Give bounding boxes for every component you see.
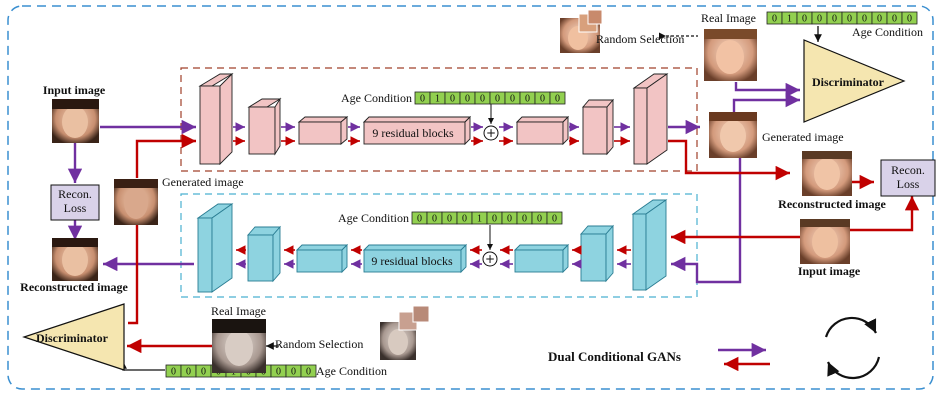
input-image-left-label: Input image	[43, 83, 106, 97]
random-selection-bottom-label: Random Selection	[275, 337, 363, 351]
bottom-bit-digit: 0	[537, 214, 542, 225]
top-bit-digit: 0	[510, 94, 515, 105]
discriminator-top-label: Discriminator	[812, 75, 885, 89]
top-bit-digit: 0	[465, 94, 470, 105]
reconstructed-image-left-label: Reconstructed image	[20, 280, 128, 294]
face-input-image-left	[52, 99, 99, 143]
topright-bit-digit: 0	[772, 14, 777, 25]
top-bit-digit: 0	[420, 94, 425, 105]
face-reconstructed-image-left	[52, 238, 98, 281]
face-input-image-right	[800, 219, 850, 264]
bottom-bit-digit: 0	[462, 214, 467, 225]
bottomleft-age-condition-label: Age Condition	[316, 364, 387, 378]
cycle-icon	[826, 318, 879, 378]
top-bit-digit: 0	[480, 94, 485, 105]
topright-bit-digit: 1	[787, 14, 792, 25]
top-bit-digit: 0	[555, 94, 560, 105]
face-reconstructed-image-right	[802, 151, 852, 196]
topright-bit-digit: 0	[802, 14, 807, 25]
bottomleft-bit-digit: 0	[171, 367, 176, 378]
red-inner-links	[233, 141, 631, 250]
face-generated-image-left	[114, 179, 158, 225]
bottom-bit-digit: 0	[552, 214, 557, 225]
top-bit-digit: 0	[540, 94, 545, 105]
bottom-bit-digit: 0	[417, 214, 422, 225]
bottom-bit-digit: 0	[507, 214, 512, 225]
face-random-selection-bottom	[380, 306, 429, 360]
bottomleft-bit-digit: 0	[291, 367, 296, 378]
generated-image-right-label: Generated image	[762, 130, 844, 144]
bottom-bit-digit: 0	[492, 214, 497, 225]
discriminator-bottom-label: Discriminator	[36, 331, 109, 345]
svg-text:+: +	[485, 252, 495, 266]
bottomleft-bit-digit: 0	[201, 367, 206, 378]
top-bit-digit: 0	[495, 94, 500, 105]
top-bit-digit: 0	[525, 94, 530, 105]
bottom-bit-digit: 0	[447, 214, 452, 225]
bottomleft-bit-digit: 0	[186, 367, 191, 378]
bottom-residual-label: 9 residual blocks	[371, 254, 453, 268]
top-bit-digit: 0	[450, 94, 455, 105]
legend-label: Dual Conditional GANs	[548, 349, 681, 364]
topright-bit-digit: 0	[847, 14, 852, 25]
purple-inner-links	[233, 127, 631, 264]
svg-text:+: +	[486, 126, 496, 140]
top-generator-blocks	[200, 74, 667, 164]
bottom-bit-digit: 0	[432, 214, 437, 225]
top-residual-label: 9 residual blocks	[372, 126, 454, 140]
generated-image-left-label: Generated image	[162, 175, 244, 189]
topright-bit-digit: 0	[907, 14, 912, 25]
bottomleft-bit-digit: 0	[276, 367, 281, 378]
input-image-right-label: Input image	[798, 264, 861, 278]
bottom-bit-digit: 1	[477, 214, 482, 225]
bottomleft-bit-digit: 0	[306, 367, 311, 378]
real-image-bottom-label: Real Image	[211, 304, 266, 318]
bottom-age-condition-label: Age Condition	[338, 211, 409, 225]
top-age-condition-label: Age Condition	[341, 91, 412, 105]
topright-bit-digit: 0	[817, 14, 822, 25]
real-image-top-label: Real Image	[701, 11, 756, 25]
face-generated-image-right	[709, 112, 757, 158]
topright-bit-digit: 0	[892, 14, 897, 25]
top-bit-digit: 1	[435, 94, 440, 105]
topright-bit-digit: 0	[862, 14, 867, 25]
bottom-bit-digit: 0	[522, 214, 527, 225]
face-real-image-bottom	[212, 319, 266, 373]
reconstructed-image-right-label: Reconstructed image	[778, 197, 886, 211]
topright-bit-digit: 0	[877, 14, 882, 25]
face-real-image-top	[704, 29, 757, 81]
topright-age-condition-label: Age Condition	[852, 25, 923, 39]
random-selection-top-label: Random Selection	[596, 32, 684, 46]
topright-bit-digit: 0	[832, 14, 837, 25]
